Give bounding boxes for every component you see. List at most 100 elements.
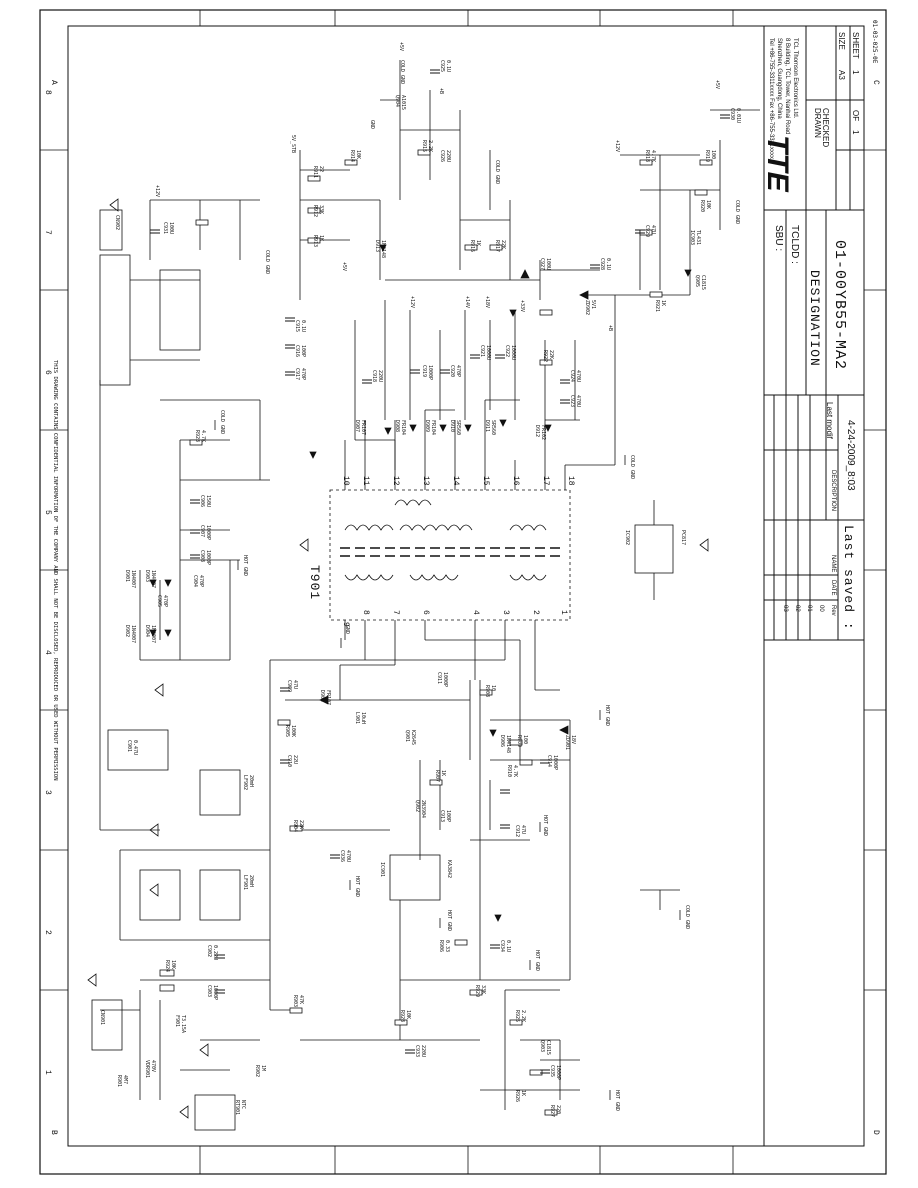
zone-letter-d: D: [871, 1130, 880, 1135]
val-r912: 33K: [318, 205, 324, 215]
rev-header-rev: Rev: [830, 605, 836, 616]
zone-number-2: 2: [43, 930, 52, 935]
val-d908: FR104: [400, 420, 406, 436]
gnd-label: COLD GND: [264, 250, 270, 275]
gnd-label: HOT GND: [242, 555, 248, 577]
zone-number-8: 8: [43, 90, 52, 95]
val-r915: 2.2K: [427, 140, 433, 153]
val-c927: 100U: [545, 258, 551, 271]
val-c921: 1000U: [485, 345, 491, 361]
net-label: +33V: [519, 300, 525, 313]
net-label: +5V: [341, 262, 347, 272]
val-c935: 1000P: [555, 1065, 561, 1081]
val-r901: 4M7: [122, 1075, 128, 1085]
t901-pin-18: 18: [566, 476, 575, 486]
zone-letter-b: B: [49, 1130, 58, 1135]
gnd-label: HOT GND: [446, 910, 452, 932]
t901-pin-6: 6: [421, 610, 430, 615]
designation-value: 01-00YB55-MA2: [831, 240, 848, 371]
val-c917: 470P: [300, 368, 306, 381]
size-value: A3: [837, 70, 846, 80]
company-line-1: TCL Thomson Electronics Ltd.: [792, 38, 798, 119]
val-q905: C1815: [700, 275, 706, 291]
gnd-label: COLD GND: [219, 410, 225, 435]
val-r914: 10K: [355, 150, 361, 160]
warning-triangles: [87, 198, 709, 1119]
company-line-3: Shenzhen, Guangdong, China: [776, 38, 782, 119]
val-c928: 0.1U: [605, 258, 611, 271]
company-line-4: Tel +86-755-3311xxxx Fax +86-755-3311xxx…: [768, 38, 774, 159]
outer-frame: [39, 9, 887, 1175]
val-c908: 1000P: [205, 550, 211, 566]
sbu-label: SBU :: [773, 225, 784, 252]
val-c923: 470U: [575, 395, 581, 408]
val-zd902: 5V1: [590, 300, 596, 310]
val-r926: 1K: [520, 1090, 526, 1097]
ic902-body: [634, 524, 674, 574]
zone-number-7: 7: [43, 230, 52, 235]
transformer-t901: [329, 489, 571, 621]
val-r925: 2.2K: [520, 1010, 526, 1023]
val-ic903: TL431: [695, 230, 701, 246]
gnd-label: COLD GND: [629, 455, 635, 480]
val-c930: 0.01U: [735, 108, 741, 124]
val-r908: 10: [490, 685, 496, 692]
sheet-value: 1: [851, 70, 860, 75]
ref-cn901: CN901: [99, 1010, 105, 1026]
company-logo: TTE: [761, 135, 794, 192]
val-r905: 100K: [290, 725, 296, 738]
val-c925: 0.1U: [445, 60, 451, 73]
zone-number-3: 3: [43, 790, 52, 795]
val-vdr901: 470V: [150, 1060, 156, 1073]
transformer-ref: T901: [307, 565, 322, 601]
val-r927: 220: [555, 1105, 561, 1115]
val-d909: FR104: [430, 420, 436, 436]
val-d903: 1N4007: [150, 570, 156, 589]
rev-header-date: DATE: [830, 580, 836, 596]
val-zd901: 18V: [570, 735, 576, 745]
t901-pin-11: 11: [361, 476, 370, 486]
val-r929: 33K: [480, 985, 486, 995]
val-c905: 470P: [162, 595, 168, 608]
t901-pin-4: 4: [471, 610, 480, 615]
val-d904: 1N4007: [150, 625, 156, 644]
val-r923: 4.7K: [200, 430, 206, 443]
tcl-label: TCLDD :: [789, 225, 800, 264]
diode-symbols: [149, 244, 692, 922]
val-d901: 1N4007: [130, 570, 136, 589]
t901-pin-7: 7: [391, 610, 400, 615]
gnd-label: GND: [344, 625, 350, 635]
zone-number-4: 4: [43, 650, 52, 655]
gnd-label: HOT GND: [542, 815, 548, 837]
t901-pin-3: 3: [501, 610, 510, 615]
gnd-label: COLD GND: [399, 60, 405, 85]
val-r911: 22: [318, 166, 324, 173]
val-c916: 100P: [300, 345, 306, 358]
val-r910: 4.7K: [512, 765, 518, 778]
last-saved-value: 4-24-2009_8:03: [845, 420, 856, 491]
val-q903: C1815: [545, 1040, 551, 1056]
val-r919: 100: [710, 150, 716, 160]
val-c911: 1000P: [442, 672, 448, 688]
zone-number-1: 1: [43, 1070, 52, 1075]
val-d902: 1N4007: [130, 625, 136, 644]
drawn-label: DRAWN: [813, 108, 822, 138]
val-r918: 4.7K: [650, 150, 656, 163]
of-value: 1: [851, 130, 860, 135]
t901-pin-10: 10: [341, 476, 350, 486]
net-label: +12V: [154, 185, 160, 198]
net-label: +5V: [714, 80, 720, 90]
val-r909: 100: [522, 735, 528, 745]
net-label: +B: [607, 325, 613, 332]
net-label: +12V: [614, 140, 620, 153]
zone-number-5: 5: [43, 510, 52, 515]
val-c902: 0.22U: [212, 945, 218, 961]
gnd-label: COLD GND: [734, 200, 740, 225]
val-d913: 1N4148: [380, 240, 386, 259]
zone-letter-c: C: [871, 80, 880, 85]
val-d907: FR107: [360, 420, 366, 436]
val-c924: 470U: [575, 370, 581, 383]
val-r913: 1K: [318, 235, 324, 242]
capacitor-symbols: [150, 69, 730, 1074]
